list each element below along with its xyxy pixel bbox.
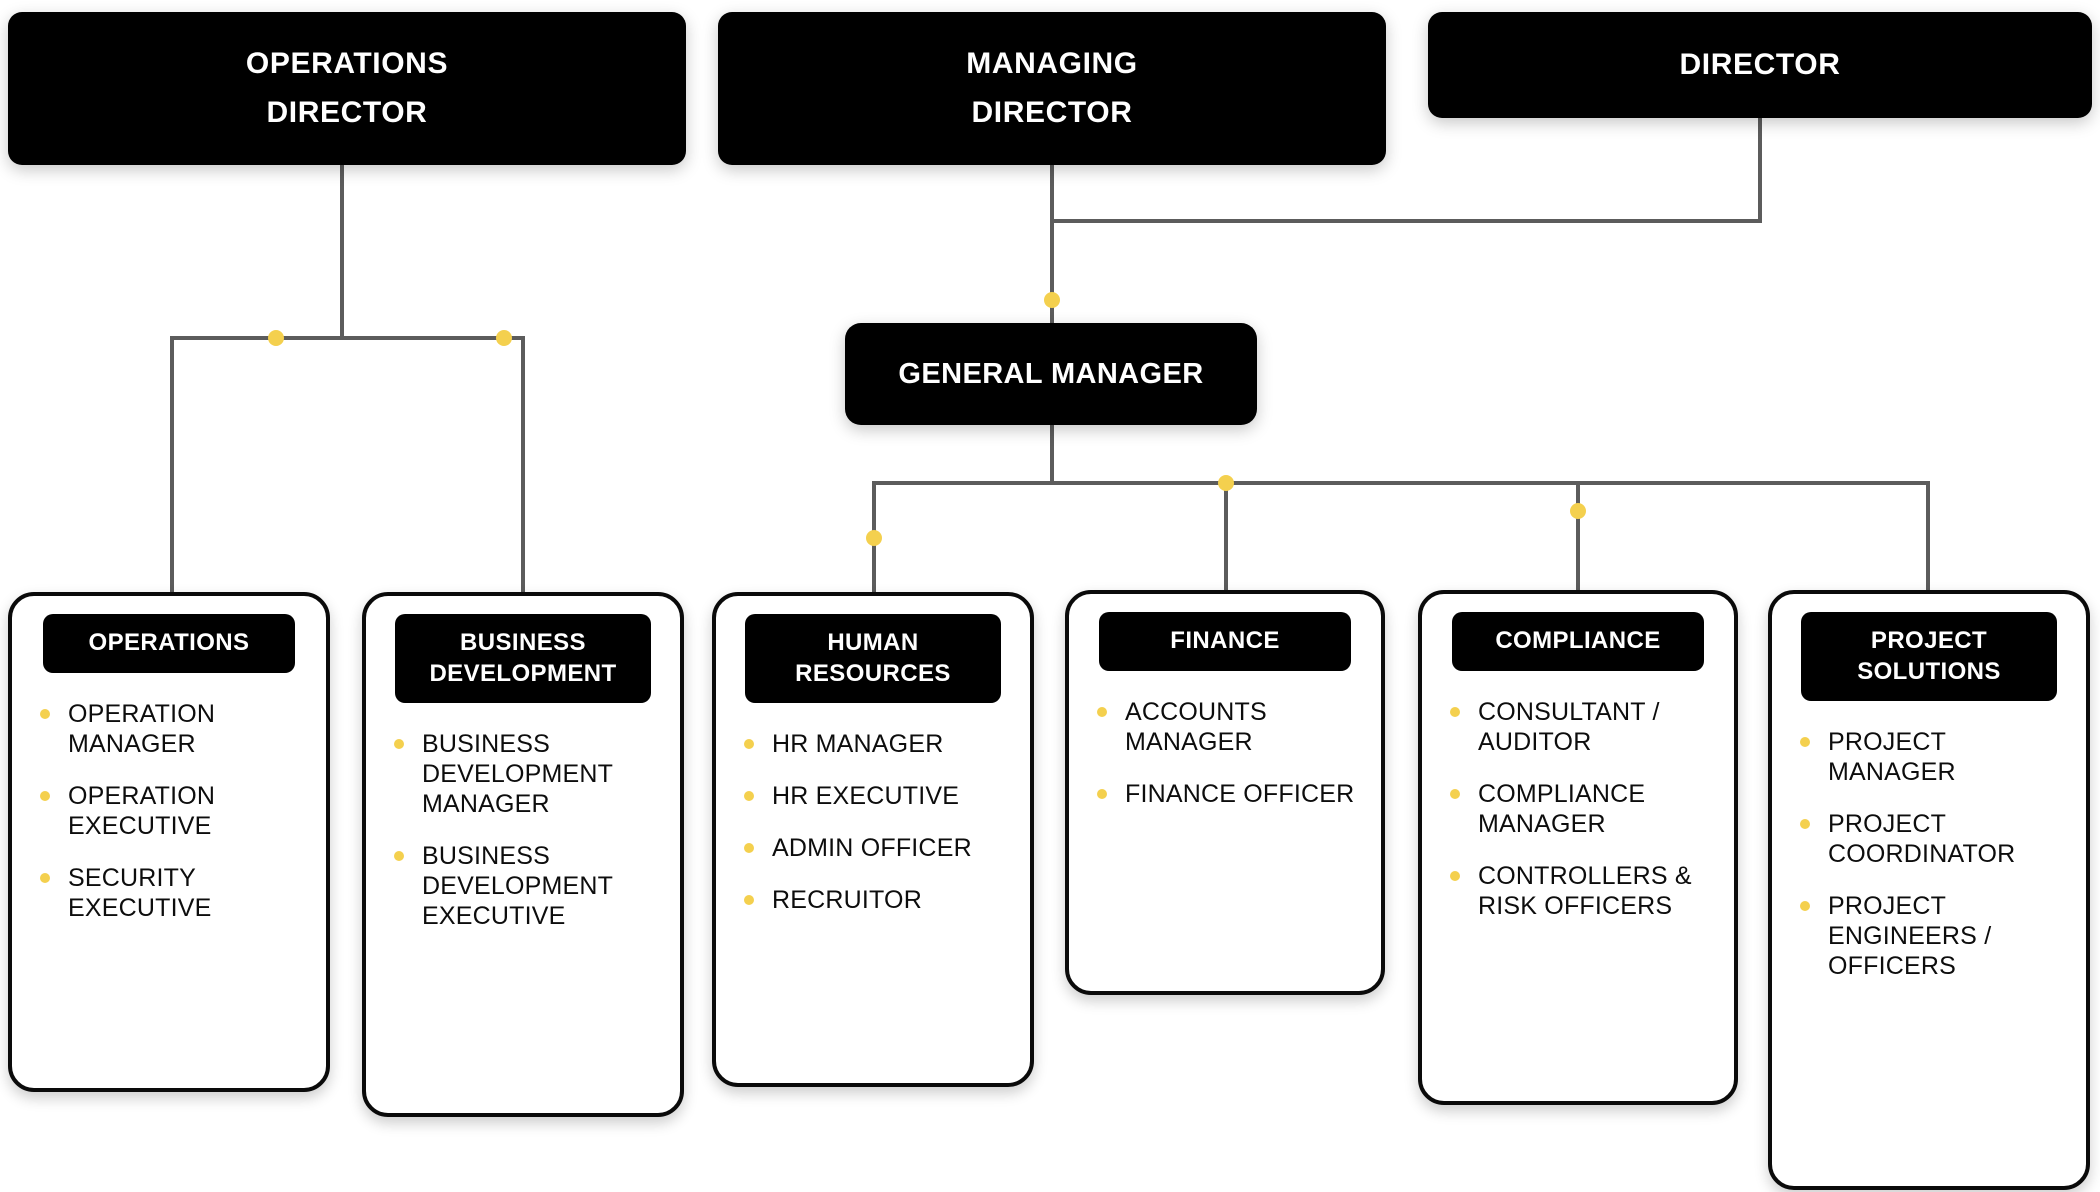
connector-managing-director-stem	[1050, 165, 1054, 340]
list-item: SECURITY EXECUTIVE	[38, 863, 312, 923]
connector-general-manager-stem	[1050, 425, 1054, 485]
card-human-resources[interactable]: HUMAN RESOURCES HR MANAGER HR EXECUTIVE …	[712, 592, 1034, 1087]
node-operations-director-line1: OPERATIONS	[245, 47, 449, 80]
card-operations-role-list: OPERATION MANAGER OPERATION EXECUTIVE SE…	[12, 699, 326, 923]
junction-dot-human-resources	[866, 530, 882, 546]
junction-dot-business-development	[496, 330, 512, 346]
junction-dot-operations	[268, 330, 284, 346]
card-compliance[interactable]: COMPLIANCE CONSULTANT / AUDITOR COMPLIAN…	[1418, 590, 1738, 1105]
list-item: ADMIN OFFICER	[742, 833, 1016, 863]
connector-department-bus	[872, 481, 1930, 485]
junction-dot-general-manager	[1044, 292, 1060, 308]
card-project-solutions-title-line1: PROJECT	[1870, 627, 1988, 654]
list-item: BUSINESS DEVELOPMENT MANAGER	[392, 729, 666, 819]
node-operations-director-line2: DIRECTOR	[266, 96, 428, 129]
node-director[interactable]: DIRECTOR	[1428, 12, 2092, 118]
card-project-solutions[interactable]: PROJECT SOLUTIONS PROJECT MANAGER PROJEC…	[1768, 590, 2090, 1190]
card-human-resources-title-line1: HUMAN	[827, 629, 919, 656]
card-finance-role-list: ACCOUNTS MANAGER FINANCE OFFICER	[1069, 697, 1381, 809]
card-project-solutions-header: PROJECT SOLUTIONS	[1801, 612, 2057, 702]
list-item: COMPLIANCE MANAGER	[1448, 779, 1720, 839]
connector-director-stem	[1758, 118, 1762, 223]
list-item: HR EXECUTIVE	[742, 781, 1016, 811]
card-operations[interactable]: OPERATIONS OPERATION MANAGER OPERATION E…	[8, 592, 330, 1092]
list-item: PROJECT MANAGER	[1798, 727, 2072, 787]
connector-compliance-drop	[1576, 481, 1580, 596]
card-finance-header: FINANCE	[1099, 612, 1351, 671]
card-compliance-header: COMPLIANCE	[1452, 612, 1704, 671]
connector-project-solutions-drop	[1926, 481, 1930, 596]
card-human-resources-role-list: HR MANAGER HR EXECUTIVE ADMIN OFFICER RE…	[716, 729, 1030, 915]
card-finance-title-line1: FINANCE	[1170, 627, 1280, 654]
card-business-development-title-line1: BUSINESS	[460, 629, 586, 656]
connector-operations-branch-bus	[170, 336, 525, 340]
card-human-resources-header: HUMAN RESOURCES	[745, 614, 1001, 704]
card-business-development-title-line2: DEVELOPMENT	[429, 659, 617, 687]
card-project-solutions-title-line2: SOLUTIONS	[1857, 657, 2001, 685]
connector-operations-card-drop	[170, 336, 174, 596]
connector-operations-director-stem	[340, 165, 344, 340]
junction-dot-finance	[1218, 475, 1234, 491]
node-general-manager-label: GENERAL MANAGER	[898, 357, 1204, 390]
card-compliance-role-list: CONSULTANT / AUDITOR COMPLIANCE MANAGER …	[1422, 697, 1734, 921]
connector-finance-drop	[1224, 481, 1228, 596]
list-item: PROJECT COORDINATOR	[1798, 809, 2072, 869]
list-item: CONSULTANT / AUDITOR	[1448, 697, 1720, 757]
connector-business-development-card-drop	[521, 336, 525, 596]
card-finance[interactable]: FINANCE ACCOUNTS MANAGER FINANCE OFFICER	[1065, 590, 1385, 995]
node-director-line1: DIRECTOR	[1679, 48, 1841, 81]
node-managing-director[interactable]: MANAGING DIRECTOR	[718, 12, 1386, 165]
list-item: HR MANAGER	[742, 729, 1016, 759]
card-operations-title-line1: OPERATIONS	[88, 629, 250, 656]
connector-director-to-managing-director	[1050, 219, 1762, 223]
list-item: OPERATION MANAGER	[38, 699, 312, 759]
card-business-development[interactable]: BUSINESS DEVELOPMENT BUSINESS DEVELOPMEN…	[362, 592, 684, 1117]
list-item: PROJECT ENGINEERS / OFFICERS	[1798, 891, 2072, 981]
card-compliance-title-line1: COMPLIANCE	[1495, 627, 1661, 654]
junction-dot-compliance	[1570, 503, 1586, 519]
card-operations-header: OPERATIONS	[43, 614, 295, 673]
card-business-development-header: BUSINESS DEVELOPMENT	[395, 614, 651, 704]
list-item: FINANCE OFFICER	[1095, 779, 1367, 809]
list-item: BUSINESS DEVELOPMENT EXECUTIVE	[392, 841, 666, 931]
list-item: RECRUITOR	[742, 885, 1016, 915]
node-general-manager[interactable]: GENERAL MANAGER	[845, 323, 1257, 425]
node-operations-director[interactable]: OPERATIONS DIRECTOR	[8, 12, 686, 165]
list-item: OPERATION EXECUTIVE	[38, 781, 312, 841]
list-item: ACCOUNTS MANAGER	[1095, 697, 1367, 757]
card-business-development-role-list: BUSINESS DEVELOPMENT MANAGER BUSINESS DE…	[366, 729, 680, 931]
node-managing-director-line2: DIRECTOR	[971, 96, 1133, 129]
node-managing-director-line1: MANAGING	[966, 47, 1138, 80]
list-item: CONTROLLERS & RISK OFFICERS	[1448, 861, 1720, 921]
card-human-resources-title-line2: RESOURCES	[795, 659, 951, 687]
card-project-solutions-role-list: PROJECT MANAGER PROJECT COORDINATOR PROJ…	[1772, 727, 2086, 981]
